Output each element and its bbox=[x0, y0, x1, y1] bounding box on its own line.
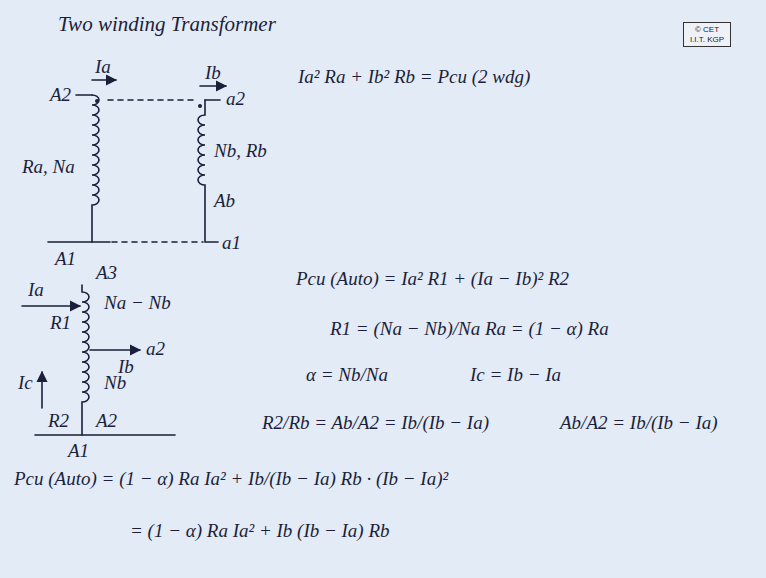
equation: Pcu (Auto) = (1 − α) Ra Ia² + Ib/(Ib − I… bbox=[14, 468, 448, 490]
terminal-label: A1 bbox=[68, 440, 89, 462]
winding-label: Nb bbox=[104, 372, 126, 394]
terminal-label: A1 bbox=[55, 248, 76, 270]
equation: = (1 − α) Ra Ia² + Ib (Ib − Ia) Rb bbox=[130, 520, 390, 542]
winding-label: Na − Nb bbox=[104, 292, 171, 314]
lead-wire bbox=[76, 94, 92, 96]
resistance-label: R2 bbox=[48, 410, 69, 432]
winding-label: Ra, Na bbox=[22, 156, 75, 178]
primary-winding bbox=[92, 95, 99, 242]
auto-winding bbox=[82, 285, 89, 435]
equation: α = Nb/Na bbox=[306, 364, 388, 386]
current-arrow bbox=[22, 305, 80, 307]
current-label: Ib bbox=[205, 62, 221, 84]
slide-title: Two winding Transformer bbox=[58, 12, 276, 36]
equation: R1 = (Na − Nb)/Na Ra = (1 − α) Ra bbox=[330, 318, 609, 340]
current-arrow bbox=[92, 79, 116, 81]
current-label: Ia bbox=[95, 56, 111, 78]
terminal-label: a1 bbox=[222, 232, 241, 254]
polarity-dot bbox=[198, 104, 202, 108]
polarity-dot bbox=[95, 99, 99, 103]
ground-wire bbox=[35, 434, 175, 436]
copyright-text: © CET I.I.T. KGP bbox=[688, 25, 726, 44]
terminal-label: A3 bbox=[96, 262, 117, 284]
secondary-winding bbox=[198, 100, 218, 242]
current-arrow bbox=[41, 372, 43, 408]
terminal-label: A2 bbox=[50, 84, 71, 106]
equation: Pcu (Auto) = Ia² R1 + (Ia − Ib)² R2 bbox=[296, 268, 569, 290]
copyright-box: © CET I.I.T. KGP bbox=[683, 22, 731, 47]
dashed-link bbox=[112, 241, 203, 243]
tap-arrow bbox=[90, 349, 140, 351]
lead-wire bbox=[205, 99, 220, 101]
equation: Ic = Ib − Ia bbox=[470, 364, 561, 386]
terminal-label: a2 bbox=[146, 338, 165, 360]
equation: R2/Rb = Ab/A2 = Ib/(Ib − Ia) bbox=[262, 412, 489, 434]
winding-label: Nb, Rb bbox=[214, 140, 267, 162]
terminal-label: a2 bbox=[226, 88, 245, 110]
terminal-label: A2 bbox=[96, 410, 117, 432]
dashed-link bbox=[108, 99, 198, 101]
ground-wire bbox=[48, 241, 110, 243]
current-label: Ic bbox=[18, 372, 33, 394]
current-label: Ia bbox=[28, 279, 44, 301]
equation: Ab/A2 = Ib/(Ib − Ia) bbox=[560, 412, 718, 434]
terminal-label: Ab bbox=[214, 190, 235, 212]
current-arrow bbox=[200, 85, 226, 87]
equation: Ia² Ra + Ib² Rb = Pcu (2 wdg) bbox=[298, 66, 530, 88]
resistance-label: R1 bbox=[50, 312, 71, 334]
